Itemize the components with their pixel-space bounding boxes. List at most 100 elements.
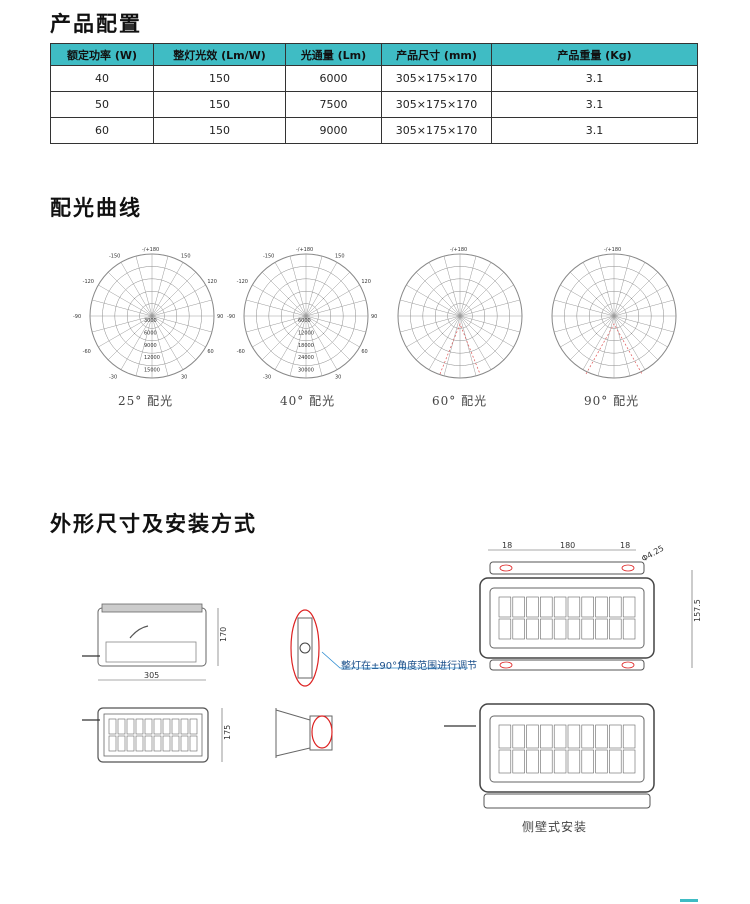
polar-spoke [428, 315, 461, 370]
polar-spoke [613, 299, 674, 317]
cell-flux: 6000 [285, 65, 382, 92]
led-cell [512, 618, 525, 640]
polar-spoke [151, 315, 206, 348]
table-row: 50 150 7500 305×175×170 3.1 [50, 91, 698, 118]
polar-spoke [415, 271, 461, 317]
polar-curve [439, 323, 481, 375]
led-cell [540, 724, 553, 749]
polar-spoke [459, 284, 514, 317]
polar-spoke [406, 315, 461, 348]
dim-front-height: 170 [219, 627, 228, 642]
polar-angle-label: -90 [227, 314, 235, 320]
wall-mount-drawing [444, 703, 655, 809]
polar-angle-label: 60 [361, 349, 367, 355]
polar-spoke [400, 299, 461, 317]
led-cell [553, 724, 567, 749]
polar-spoke [569, 315, 615, 361]
polar-caption-40: 40° 配光 [280, 394, 336, 408]
dim-front-width: 305 [144, 671, 159, 680]
led-cell [512, 724, 525, 749]
led-cell [135, 735, 144, 752]
led-cell [498, 618, 512, 640]
led-cell [581, 596, 594, 618]
polar-radial-label: 6000 [298, 318, 311, 324]
dim-hole: Φ4.25 [640, 544, 665, 564]
polar-spoke [613, 271, 659, 317]
header-weight: 产品重量 (Kg) [491, 43, 698, 66]
spec-table: 额定功率 (W) 整灯光效 (Lm/W) 光通量 (Lm) 产品尺寸 (mm) … [50, 43, 698, 144]
polar-spoke [246, 315, 307, 333]
polar-spoke [613, 262, 646, 317]
polar-angle-label: 30 [181, 375, 187, 381]
polar-spoke [92, 315, 153, 333]
polar-spoke [459, 299, 520, 317]
polar-angle-label: 120 [361, 279, 371, 285]
polar-spoke [305, 315, 351, 361]
spec-table-header-row: 额定功率 (W) 整灯光效 (Lm/W) 光通量 (Lm) 产品尺寸 (mm) … [50, 43, 698, 66]
led-cell [135, 718, 144, 735]
polar-spoke [613, 315, 631, 376]
polar-caption-90: 90° 配光 [584, 394, 640, 408]
polar-angle-label: 60 [207, 349, 213, 355]
polar-radial-label: 3000 [144, 318, 157, 324]
polar-spoke [400, 315, 461, 333]
section-title-config: 产品配置 [50, 12, 142, 36]
led-cell [622, 596, 636, 618]
led-cell [153, 718, 162, 735]
led-cell [581, 724, 594, 749]
polar-spoke [289, 256, 307, 317]
polar-spoke [613, 284, 668, 317]
polar-spoke [151, 315, 184, 370]
led-cell [567, 596, 581, 618]
led-cell [189, 718, 198, 735]
led-cell [162, 718, 171, 735]
polar-curve [585, 323, 643, 375]
led-front-view-drawing: 175 [82, 707, 232, 763]
polar-spoke [305, 315, 366, 333]
polar-caption-25: 25° 配光 [118, 394, 174, 408]
led-cell [581, 749, 594, 774]
polar-angle-label: -150 [109, 253, 120, 259]
polar-spoke [289, 315, 307, 376]
polar-radial-label: 12000 [144, 355, 160, 361]
led-cell [595, 724, 608, 749]
polar-angle-label: -60 [83, 349, 91, 355]
led-cell [498, 724, 512, 749]
polar-spoke [582, 262, 615, 317]
table-row: 60 150 9000 305×175×170 3.1 [50, 117, 698, 144]
polar-angle-label: -120 [83, 279, 94, 285]
polar-angle-label: 150 [181, 253, 191, 259]
polar-spoke [459, 315, 505, 361]
polar-spoke [252, 315, 307, 348]
polar-top-label: -/+180 [142, 247, 159, 253]
polar-spoke [151, 299, 212, 317]
led-cell [498, 596, 512, 618]
polar-spoke [107, 271, 153, 317]
header-efficacy: 整灯光效 (Lm/W) [153, 43, 286, 66]
polar-spoke [554, 299, 615, 317]
led-cell [553, 596, 567, 618]
led-cell [526, 724, 539, 749]
mount-caption: 侧壁式安装 [522, 820, 588, 834]
led-cell [171, 735, 180, 752]
polar-radial-label: 30000 [298, 368, 314, 374]
polar-spoke [428, 262, 461, 317]
polar-spoke [135, 256, 153, 317]
polar-spoke [597, 315, 615, 376]
polar-spoke [151, 256, 169, 317]
polar-spoke [151, 262, 184, 317]
led-cell [567, 749, 581, 774]
polar-chart-60: -/+180 [397, 247, 523, 379]
led-cell [526, 618, 539, 640]
polar-angle-label: 150 [335, 253, 345, 259]
polar-spoke [151, 315, 197, 361]
led-cell [622, 618, 636, 640]
led-cell [126, 735, 135, 752]
polar-angle-label: -30 [263, 375, 271, 381]
section-title-curve: 配光曲线 [50, 196, 142, 220]
led-cell [609, 596, 622, 618]
cell-size: 305×175×170 [381, 65, 492, 92]
led-cell [622, 749, 636, 774]
led-cell [498, 749, 512, 774]
